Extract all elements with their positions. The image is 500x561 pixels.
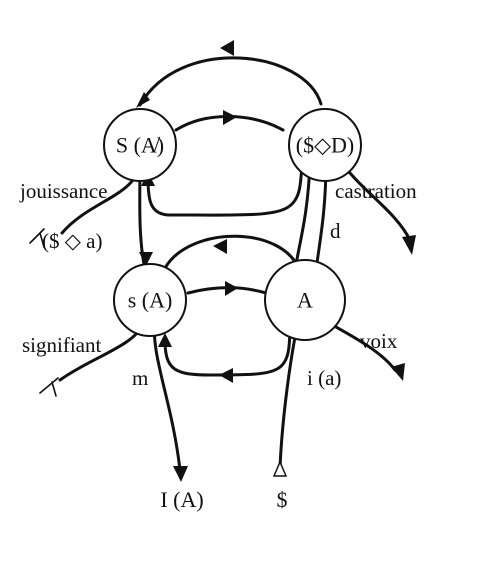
arrow-upper-return-arc	[220, 40, 234, 56]
arrow-sa-to-a	[225, 281, 238, 296]
node-drive-formula-label: ($◇D)	[296, 133, 354, 158]
label-i-a: i (a)	[307, 366, 341, 390]
label-I-A: I (A)	[160, 487, 203, 512]
tick-mark-phantasm	[29, 228, 45, 248]
label-signifiant: signifiant	[22, 333, 101, 357]
node-s-barred-a	[103, 108, 177, 182]
node-other	[264, 259, 346, 341]
arrow-upper-arc-end	[136, 92, 150, 108]
lower-arc-a-to-sa	[163, 234, 302, 274]
edge-sd-left-to-a	[293, 160, 312, 272]
arrow-lower-loop-end	[158, 333, 172, 347]
label-castration: castration	[335, 179, 417, 203]
label-m: m	[132, 366, 148, 390]
arrow-inner-lower-loop	[219, 368, 233, 383]
node-signified-of-other-label: s (A)	[128, 288, 173, 313]
arrow-to-ia	[173, 466, 188, 482]
inner-lower-loop	[163, 320, 292, 377]
node-s-barred-a-label: S (A̸)	[116, 133, 164, 158]
node-drive-formula	[288, 108, 362, 182]
label-phantasm: ($ ◇ a)	[42, 229, 102, 253]
node-other-label: A	[297, 288, 313, 313]
node-signified-of-other	[113, 263, 187, 337]
arrow-lower-arc	[213, 239, 227, 254]
arrow-subject-origin	[272, 460, 288, 477]
tick-mark-signifiant	[39, 377, 59, 397]
arrow-ca-to-sd	[223, 110, 237, 125]
inner-upper-loop	[146, 158, 304, 217]
label-jouissance: jouissance	[19, 179, 107, 203]
label-d: d	[330, 219, 341, 243]
arrow-castration	[402, 235, 416, 255]
arrow-ca-to-sa	[139, 252, 153, 266]
label-voix: voix	[360, 329, 398, 353]
label-subject: $	[277, 487, 288, 512]
upper-return-arc	[138, 56, 323, 107]
arrow-voix	[391, 363, 405, 381]
